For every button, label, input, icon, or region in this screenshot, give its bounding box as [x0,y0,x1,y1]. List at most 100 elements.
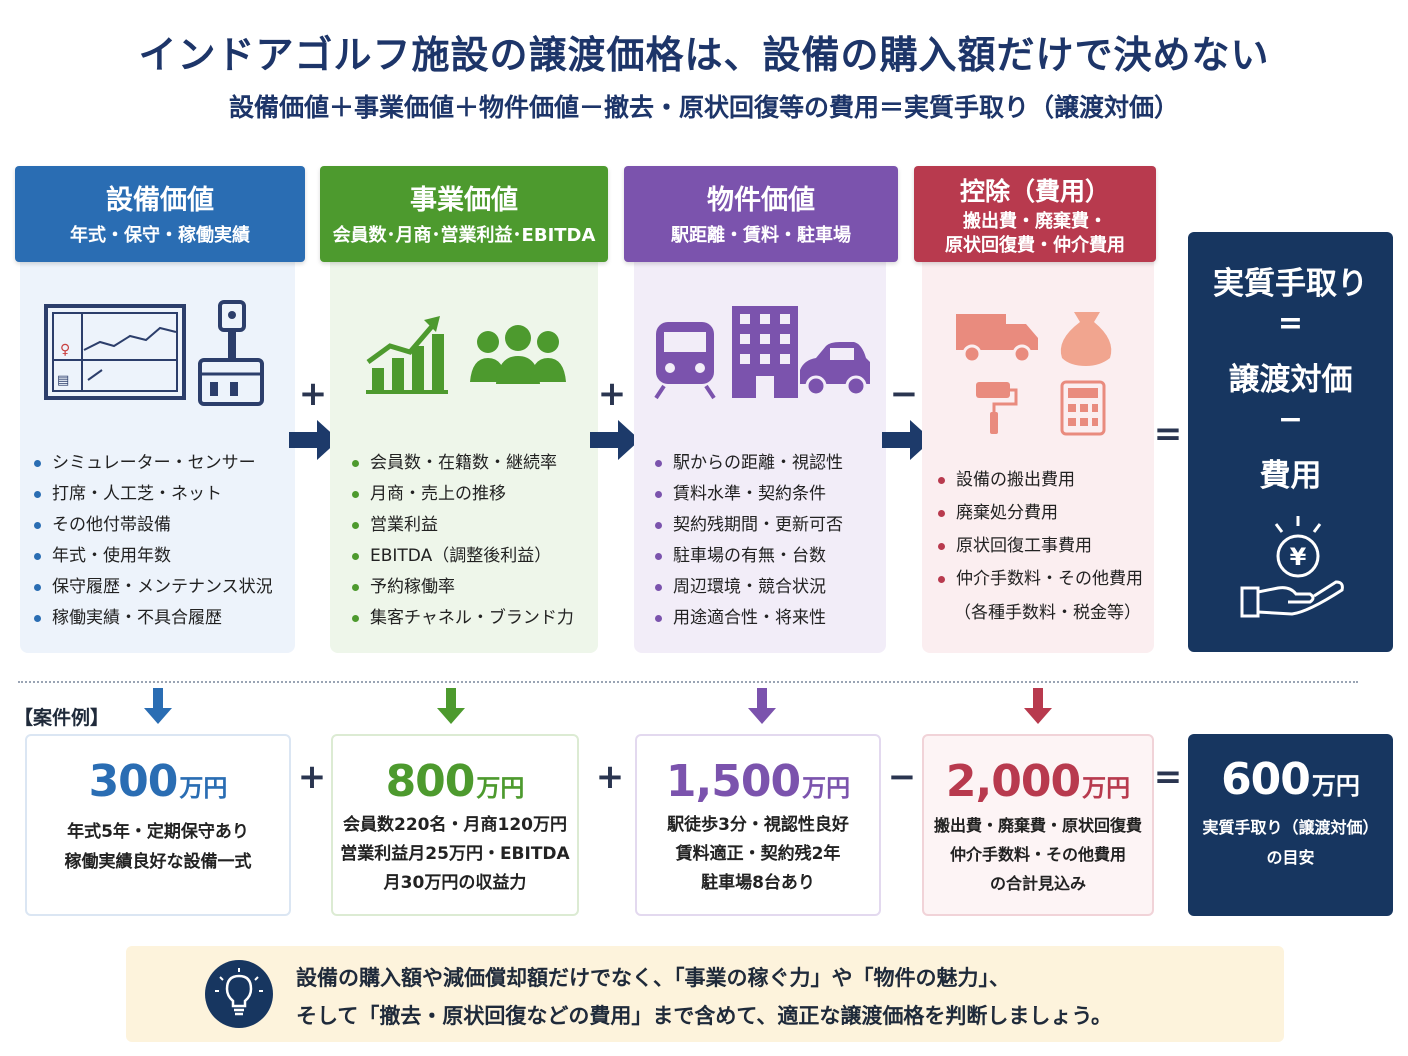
svg-text:♀: ♀ [60,342,70,358]
result-panel: 実質手取り = 譲渡対価 − 費用 ¥ [1188,232,1393,652]
example-amount: 300万円 [88,756,228,807]
list-item: 会員数・在籍数・継続率 [352,448,574,479]
example-line: 駐車場8台あり [701,873,815,893]
list-item: 打席・人工芝・ネット [34,479,273,510]
simulator-icon: ♀ ▤ [44,300,264,406]
equipment-header: 設備価値 年式・保守・稼働実績 [15,166,305,262]
list-item: 駐車場の有無・台数 [655,541,843,572]
result-line-3: 譲渡対価 [1228,362,1353,398]
list-item: 設備の搬出費用 [938,464,1143,497]
deduction-subtitle: 搬出費・廃棄費・ 原状回復費・仲介費用 [945,211,1125,256]
property-subtitle: 駅距離・賃料・駐車場 [671,225,851,246]
plus-operator: + [297,757,327,797]
example-line: 営業利益月25万円・EBITDA [340,844,570,864]
svg-text:¥: ¥ [1290,543,1307,571]
deduction-note: （各種手数料・税金等） [954,603,1141,623]
arrow-down-icon [748,688,776,724]
lightbulb-icon [205,960,273,1028]
list-item: 駅からの距離・視認性 [655,448,843,479]
plus-operator: + [298,374,328,414]
property-title: 物件価値 [707,185,815,216]
svg-text:▤: ▤ [57,373,69,388]
arrow-right-icon [882,420,932,460]
example-result-line: 実質手取り（譲渡対価） [1202,818,1379,837]
example-line: 月30万円の収益力 [383,873,527,893]
business-title: 事業価値 [410,185,518,216]
example-line: 年式5年・定期保守あり [67,822,249,842]
example-amount: 1,500万円 [665,756,851,807]
example-deduction: 2,000万円 搬出費・廃棄費・原状回復費 仲介手数料・その他費用 の合計見込み [922,734,1154,916]
list-item: 原状回復工事費用 [938,530,1143,563]
business-subtitle: 会員数･月商･営業利益･EBITDA [332,225,596,246]
business-list: 会員数・在籍数・継続率 月商・売上の推移 営業利益 EBITDA（調整後利益） … [352,448,574,634]
result-line-4: − [1277,402,1304,437]
deduction-title: 控除（費用） [959,177,1110,206]
list-item: 稼働実績・不具合履歴 [34,603,273,634]
property-header: 物件価値 駅距離・賃料・駐車場 [624,166,898,262]
property-list: 駅からの距離・視認性 賃料水準・契約条件 契約残期間・更新可否 駐車場の有無・台… [655,448,843,634]
example-amount: 2,000万円 [945,756,1131,807]
page-title: インドアゴルフ施設の譲渡価格は、設備の購入額だけで決めない [138,33,1270,77]
example-line: 稼働実績良好な設備一式 [64,852,252,872]
example-property: 1,500万円 駅徒歩3分・視認性良好 賃料適正・契約残2年 駐車場8台あり [635,734,881,916]
minus-operator: − [887,757,917,797]
equals-operator: = [1153,414,1183,454]
arrow-down-icon [144,688,172,724]
deduction-list: 設備の搬出費用 廃棄処分費用 原状回復工事費用 仲介手数料・その他費用 [938,464,1143,596]
arrow-down-icon [1024,688,1052,724]
example-amount: 800万円 [385,756,525,807]
yen-hand-icon: ¥ [1240,516,1344,618]
tip-box: 設備の購入額や減価償却額だけでなく、「事業の稼ぐ力」や「物件の魅力」、 そして「… [126,946,1284,1042]
page-subtitle: 設備価値＋事業価値＋物件価値－撤去・原状回復等の費用＝実質手取り（譲渡対価） [228,93,1179,122]
result-line-1: 実質手取り [1213,266,1368,302]
result-line-5: 費用 [1259,458,1322,494]
arrow-right-icon [289,420,339,460]
example-line: 仲介手数料・その他費用 [949,845,1126,864]
tip-line-2: そして「撤去・原状回復などの費用」まで含めて、適正な譲渡価格を判断しましょう。 [296,1004,1113,1028]
example-equipment: 300万円 年式5年・定期保守あり 稼働実績良好な設備一式 [25,734,291,916]
section-divider [18,681,1358,683]
deduction-header: 控除（費用） 搬出費・廃棄費・ 原状回復費・仲介費用 [914,166,1156,262]
equals-operator: = [1153,757,1183,797]
business-card [330,255,598,653]
result-line-2: = [1277,306,1304,341]
plus-operator: + [595,757,625,797]
equipment-subtitle: 年式・保守・稼働実績 [70,225,250,246]
example-business: 800万円 会員数220名・月商120万円 営業利益月25万円・EBITDA 月… [331,734,579,916]
train-building-car-icon [654,306,870,400]
example-line: 賃料適正・契約残2年 [675,844,841,864]
arrow-right-icon [590,420,640,460]
equipment-list: シミュレーター・センサー 打席・人工芝・ネット その他付帯設備 年式・使用年数 … [34,448,273,634]
list-item: 年式・使用年数 [34,541,273,572]
list-item: 集客チャネル・ブランド力 [352,603,574,634]
list-item: 保守履歴・メンテナンス状況 [34,572,273,603]
arrow-down-icon [437,688,465,724]
list-item: シミュレーター・センサー [34,448,273,479]
list-item: 賃料水準・契約条件 [655,479,843,510]
business-header: 事業価値 会員数･月商･営業利益･EBITDA [320,166,608,262]
list-item: EBITDA（調整後利益） [352,541,574,572]
growth-chart-icon [366,316,566,394]
list-item: その他付帯設備 [34,510,273,541]
example-result-line: の目安 [1266,848,1315,867]
example-line: の合計見込み [989,874,1086,893]
list-item: 周辺環境・競合状況 [655,572,843,603]
list-item: 予約稼働率 [352,572,574,603]
list-item: 仲介手数料・その他費用 [938,563,1143,596]
equipment-card [20,255,295,653]
list-item: 営業利益 [352,510,574,541]
list-item: 月商・売上の推移 [352,479,574,510]
example-line: 会員数220名・月商120万円 [343,815,567,835]
list-item: 廃棄処分費用 [938,497,1143,530]
tip-line-1: 設備の購入額や減価償却額だけでなく、「事業の稼ぐ力」や「物件の魅力」、 [296,966,1010,990]
example-result-amount: 600万円 [1221,754,1360,805]
example-line: 駅徒歩3分・視認性良好 [667,815,849,835]
list-item: 用途適合性・将来性 [655,603,843,634]
example-line: 搬出費・廃棄費・原状回復費 [933,816,1142,835]
plus-operator: + [597,374,627,414]
equipment-title: 設備価値 [106,185,214,216]
truck-bag-roller-calculator-icon [956,312,1112,436]
minus-operator: − [889,374,919,414]
example-label: 【案件例】 [14,707,110,729]
list-item: 契約残期間・更新可否 [655,510,843,541]
